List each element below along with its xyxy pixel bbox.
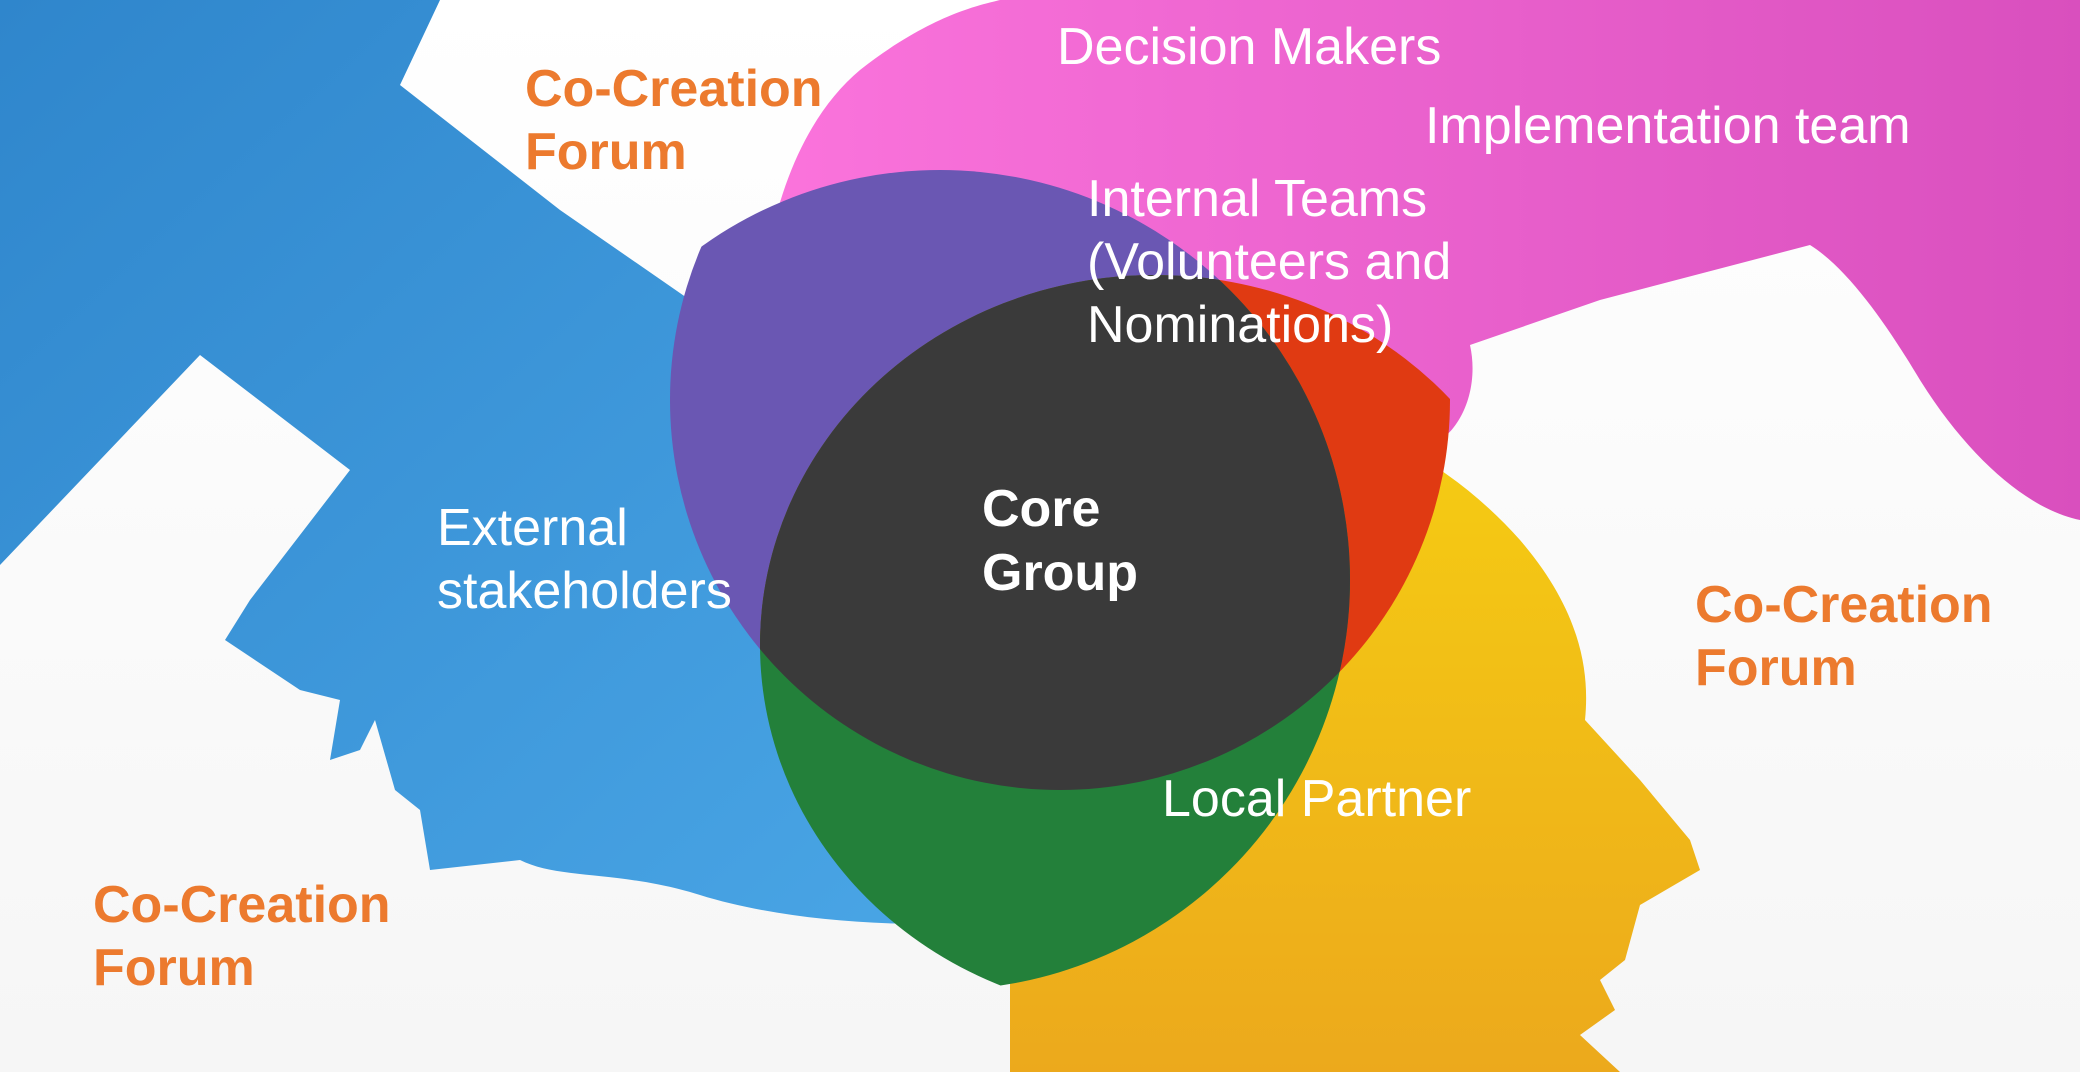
forum-right-line-2: Forum (1695, 639, 1857, 697)
forum-bottom-line-2: Forum (93, 939, 255, 997)
forum-top-line-2: Forum (525, 123, 687, 181)
internal-teams-line-1: Internal Teams (1087, 170, 1428, 228)
co-creation-forum-top: Co-Creation Forum (525, 58, 823, 184)
core-group-line-1: Core (982, 480, 1101, 538)
co-creation-forum-bottom-left: Co-Creation Forum (93, 874, 391, 1000)
co-creation-forum-right: Co-Creation Forum (1695, 574, 1993, 700)
external-stakeholders-line-1: External (437, 499, 628, 557)
internal-teams-line-2: (Volunteers and (1087, 233, 1452, 291)
local-partner-label: Local Partner (1162, 770, 1472, 828)
core-group-label: Core Group (982, 477, 1138, 605)
internal-teams-label: Internal Teams (Volunteers and Nominatio… (1087, 168, 1451, 357)
core-group-line-2: Group (982, 544, 1138, 602)
decision-makers-label: Decision Makers (1057, 18, 1442, 76)
blue-head-shape (0, 0, 1005, 924)
external-stakeholders-label: External stakeholders (437, 497, 732, 623)
forum-top-line-1: Co-Creation (525, 60, 823, 118)
forum-bottom-line-1: Co-Creation (93, 876, 391, 934)
implementation-team-label: Implementation team (1425, 97, 1911, 155)
internal-teams-line-3: Nominations) (1087, 296, 1394, 354)
forum-right-line-1: Co-Creation (1695, 576, 1993, 634)
core-overlap (760, 275, 1350, 790)
external-stakeholders-line-2: stakeholders (437, 562, 732, 620)
